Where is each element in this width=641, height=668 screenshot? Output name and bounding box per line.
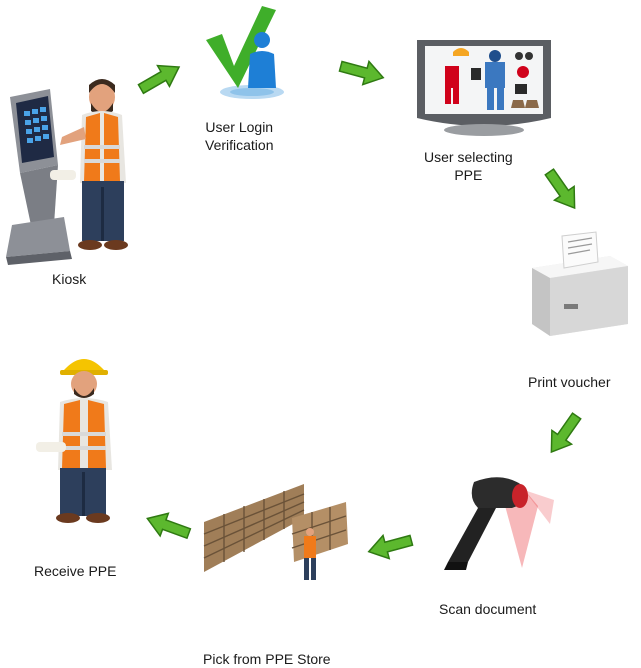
label-print: Print voucher — [528, 374, 611, 390]
label-pick: Pick from PPE Store — [203, 651, 331, 667]
barcode-scanner-icon — [444, 477, 554, 570]
label-login: User Login Verification — [205, 118, 273, 154]
arrow-left-icon — [146, 512, 192, 540]
worker-hardhat-icon — [36, 359, 112, 523]
arrow-down-icon — [550, 412, 582, 454]
label-select: User selecting PPE — [424, 148, 513, 184]
monitor-ppe-icon — [417, 40, 551, 136]
warehouse-shelves-icon — [203, 484, 348, 580]
label-receive: Receive PPE — [34, 563, 117, 579]
label-select-line2: PPE — [454, 167, 483, 183]
label-select-line1: User selecting — [424, 149, 513, 165]
arrow-right-icon — [338, 59, 385, 86]
kiosk-worker-icon — [6, 79, 128, 265]
checkmark-user-icon — [206, 6, 284, 99]
label-login-line2: Verification — [205, 137, 274, 153]
arrow-left-icon — [367, 533, 414, 560]
label-scan: Scan document — [439, 601, 537, 617]
arrow-down-icon — [544, 168, 576, 210]
receipt-printer-icon — [532, 231, 628, 336]
label-login-line1: User Login — [205, 119, 274, 135]
arrow-right-icon — [137, 64, 181, 95]
label-kiosk: Kiosk — [52, 271, 87, 287]
